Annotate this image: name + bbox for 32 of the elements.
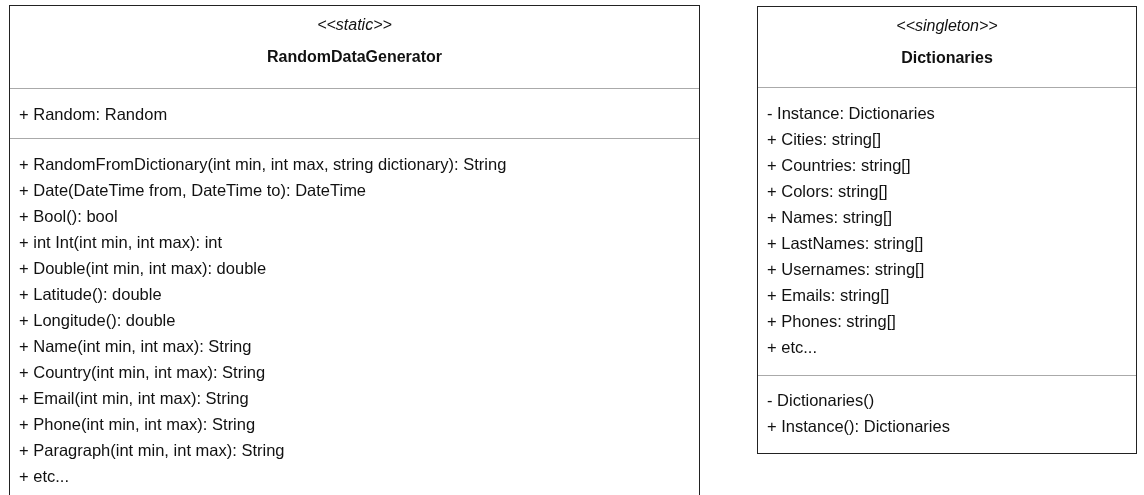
method-text: + Name(int min, int max): String: [19, 336, 252, 357]
attribute-text: + Usernames: string[]: [767, 259, 925, 280]
attribute-text: + Cities: string[]: [767, 129, 882, 150]
attribute-text: + etc...: [767, 337, 817, 358]
attribute-text: + Colors: string[]: [767, 181, 888, 202]
method-text: + Country(int min, int max): String: [19, 362, 266, 383]
method-text: + Longitude(): double: [19, 310, 176, 331]
attribute-text: + Names: string[]: [767, 207, 893, 228]
method-text: + etc...: [19, 466, 69, 487]
method-text: + RandomFromDictionary(int min, int max, string dictionary): String: [19, 154, 507, 175]
method-text: + Paragraph(int min, int max): String: [19, 440, 285, 461]
attribute-text: - Instance: Dictionaries: [767, 103, 935, 124]
method-text: + Latitude(): double: [19, 284, 162, 305]
method-text: + Bool(): bool: [19, 206, 118, 227]
method-text: + Double(int min, int max): double: [19, 258, 267, 279]
method-text: + int Int(int min, int max): int: [19, 232, 223, 253]
class-name: RandomDataGenerator: [266, 48, 443, 66]
method-text: + Date(DateTime from, DateTime to): DateTime: [19, 180, 367, 201]
attribute-text: + Emails: string[]: [767, 285, 890, 306]
stereotype-label: <<static>>: [317, 16, 392, 34]
class-box: [757, 6, 1137, 454]
class-name: Dictionaries: [901, 49, 993, 67]
method-text: + Email(int min, int max): String: [19, 388, 249, 409]
method-text: - Dictionaries(): [767, 390, 875, 411]
class-box: [9, 5, 700, 495]
method-text: + Phone(int min, int max): String: [19, 414, 256, 435]
attribute-text: + LastNames: string[]: [767, 233, 924, 254]
attribute-text: + Random: Random: [19, 104, 168, 125]
attribute-text: + Phones: string[]: [767, 311, 896, 332]
method-text: + Instance(): Dictionaries: [767, 416, 950, 437]
stereotype-label: <<singleton>>: [896, 17, 998, 35]
attribute-text: + Countries: string[]: [767, 155, 911, 176]
